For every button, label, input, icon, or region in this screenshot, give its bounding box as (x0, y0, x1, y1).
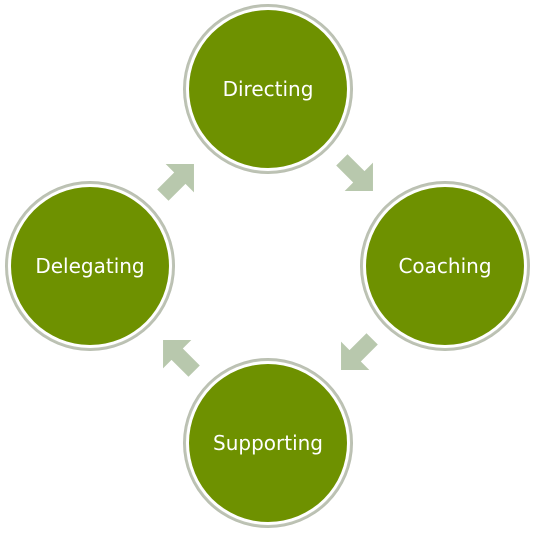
arrow-delegating-to-directing-icon (157, 164, 194, 201)
arrow-coaching-to-supporting-icon (341, 333, 378, 370)
node-supporting-circle (189, 364, 347, 522)
node-directing-label: Directing (223, 77, 314, 101)
node-delegating-label: Delegating (35, 254, 144, 278)
node-supporting: Supporting (183, 358, 353, 528)
node-directing-circle (189, 10, 347, 168)
node-coaching-label: Coaching (398, 254, 491, 278)
arrow-directing-to-coaching-icon (336, 154, 373, 191)
node-coaching-circle (366, 187, 524, 345)
node-delegating: Delegating (5, 181, 175, 351)
node-delegating-circle (11, 187, 169, 345)
node-supporting-label: Supporting (213, 431, 323, 455)
node-coaching: Coaching (360, 181, 530, 351)
arrow-supporting-to-delegating-icon (163, 340, 200, 377)
node-directing: Directing (183, 4, 353, 174)
